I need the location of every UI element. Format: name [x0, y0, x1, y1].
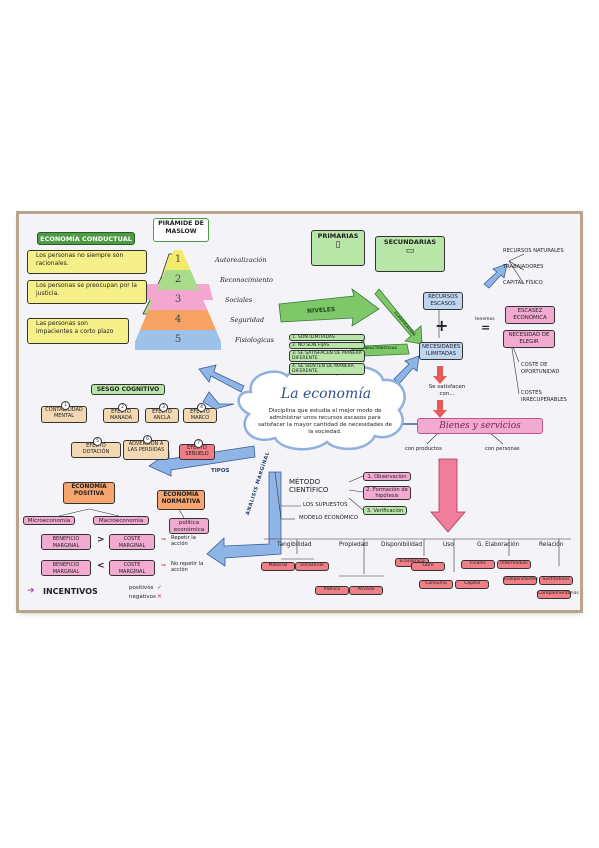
maslow-level-num-2: 2 — [174, 274, 182, 285]
maslow-level-4 — [140, 310, 216, 330]
positiva-macro: Macroeconomía — [93, 516, 149, 525]
conductual-item-2: Los personas se preocupan por la justici… — [27, 280, 147, 304]
secundarias-label: SECUNDARIAS — [383, 238, 437, 246]
maslow-level-label-1: Autorealización — [215, 256, 267, 264]
metodo-title: MÉTODO CIENTÍFICO — [289, 478, 329, 494]
maslow-level-num-5: 5 — [174, 334, 182, 345]
sesgo-arrow — [198, 364, 245, 393]
page-title: La economía — [280, 386, 372, 402]
phone-icon: ▯ — [335, 240, 341, 250]
niveles-arrow — [278, 287, 380, 327]
positiva-micro: Microeconomía — [23, 516, 75, 525]
tipos-arrow — [148, 445, 256, 477]
tenemos-label: tenemos — [475, 317, 495, 322]
necesidades-prop-1: 1. SON ILIMITADAS — [289, 334, 365, 341]
metodo-step-1: 1. Observación — [363, 472, 411, 481]
maslow-pyramid: 1 2 3 4 5 — [135, 250, 221, 350]
definition: Disciplina que estudia el mejor modo de … — [258, 408, 392, 435]
escasez-economica: ESCASEZ ECONÓMICA — [505, 306, 555, 324]
recursos-escasos: RECURSOS ESCASOS — [423, 292, 463, 310]
necesidades-prop-2: 2. NO SON FIJAS — [289, 342, 365, 349]
satisfacen-label: Se satisfacen con... — [428, 384, 466, 397]
con-productos: con productos — [405, 446, 442, 452]
necesidades-prop-4: 4. SE SIENTEN DE MANERA DIFERENTE — [289, 363, 365, 375]
bienes-arrow — [433, 400, 447, 418]
cross-icon: ✕ — [157, 593, 163, 600]
maslow-level-label-5: Fisiologicas — [235, 336, 274, 344]
maslow-level-2 — [157, 270, 199, 290]
normativa-politica: política económica — [169, 518, 209, 534]
maslow-level-num-1: 1 — [174, 254, 182, 265]
secundarias-box: SECUNDARIAS▭ — [375, 236, 445, 272]
tipos-label: TIPOS — [211, 468, 230, 474]
primarias-label: PRIMARIAS — [317, 232, 359, 240]
primarias-box: PRIMARIAS▯ — [311, 230, 365, 266]
conductual-item-1: Los personas no siempre son racionales. — [27, 250, 147, 274]
metodo-supuestos: LOS SUPUESTOS — [303, 502, 348, 508]
normativa-title: ECONOMÍA NORMATIVA — [157, 490, 205, 510]
maslow-level-label-4: Seguridad — [230, 316, 265, 324]
equals-icon: = — [481, 321, 491, 334]
coste-oportunidad: COSTE DE OPORTUNIDAD — [521, 362, 560, 375]
recursos-list-item-2: TRABAJADORES — [503, 264, 544, 270]
necesidad-elegir: NECESIDAD DE ELEGIR — [503, 330, 555, 348]
clasificacion-bienes-arrow — [430, 458, 466, 533]
recursos-list: RECURSOS NATURALES TRABAJADORES CAPITAL FÍ… — [503, 248, 579, 296]
necesidades-ilimitadas: NECESIDADES ILIMITADAS — [419, 342, 463, 360]
caracteristicas-label: CARACTERÍSTICAS — [362, 346, 397, 350]
check-icon: ✓ — [157, 584, 163, 591]
recursos-list-item-1: RECURSOS NATURALES — [503, 248, 564, 254]
incentivos-negativos: negativos — [129, 594, 156, 600]
plus-icon: + — [435, 316, 449, 335]
sesgo-title: SESGO COGNITIVO — [91, 384, 165, 395]
clasificacion-arrow — [374, 288, 423, 345]
metodo-modelo: MODELO ECONÓMICO — [299, 515, 359, 521]
conductual-title: ECONOMÍA CONDUCTUAL — [37, 232, 135, 245]
necesidades-arrow — [393, 355, 420, 385]
analisis-marginal-arrow — [206, 471, 282, 567]
positiva-title: ECONOMÍA POSITIVA — [63, 482, 115, 504]
metodo-step-2: 2. Formación de hipótesis — [363, 486, 411, 500]
costes-irrecuperables: COSTES IRRECUPERABLES — [521, 390, 567, 403]
maslow-level-label-2: Reconocimiento — [220, 276, 273, 284]
bienes-servicios: Bienes y servicios — [417, 418, 543, 434]
metodo-step-3: 3. Verificación — [363, 506, 407, 515]
maslow-level-num-4: 4 — [174, 314, 182, 325]
maslow-level-3 — [148, 290, 208, 310]
con-personas: con personas — [485, 446, 520, 452]
necesidades-prop-3: 3. SE SATISFACEN DE MANERA DIFERENTE — [289, 350, 365, 362]
incentivos-arrow-icon: ➜ — [27, 586, 35, 596]
smartphone-icon: ▭ — [405, 246, 415, 256]
satisfacen-arrow — [433, 366, 447, 384]
sesgo-arrow-2 — [202, 391, 235, 410]
maslow-level-5 — [135, 330, 221, 350]
incentivos-positivos: positivos — [129, 585, 154, 591]
mind-map-sheet: ECONOMÍA CONDUCTUAL Los personas no siem… — [19, 214, 580, 610]
incentivos-label: INCENTIVOS — [43, 587, 98, 596]
maslow-level-num-3: 3 — [174, 294, 182, 305]
recursos-list-item-3: CAPITAL FÍSICO — [503, 280, 543, 286]
maslow-title: PIRÁMIDE DE MASLOW — [153, 218, 209, 242]
recursos-list-arrow — [483, 263, 508, 289]
conductual-item-3: Las personas son impacientes a corto pla… — [27, 318, 129, 344]
maslow-level-label-3: Sociales — [225, 296, 253, 304]
